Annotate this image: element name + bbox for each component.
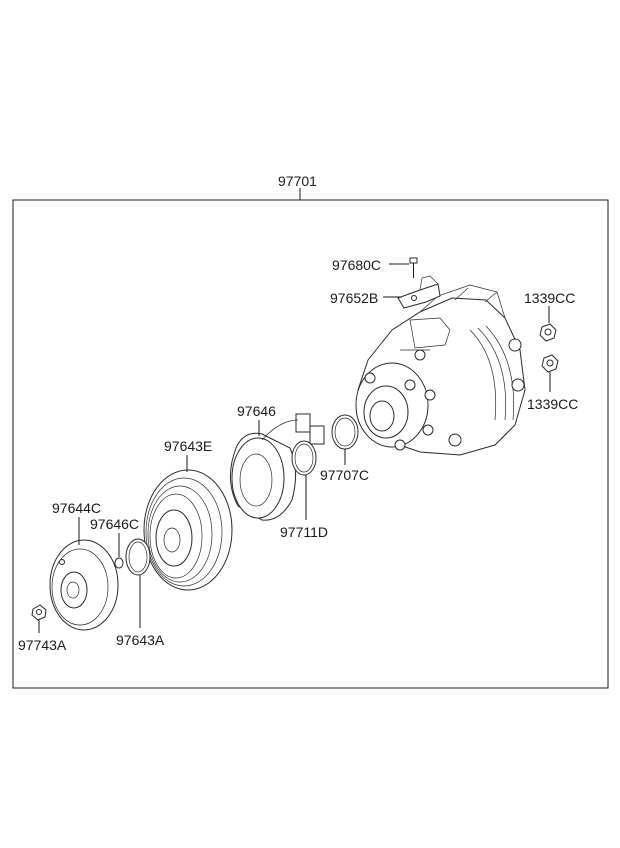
callout-97643a: 97643A — [116, 632, 165, 648]
callout-97646c: 97646C — [90, 516, 139, 532]
callout-97707c: 97707C — [320, 467, 369, 483]
compressor-body — [355, 284, 526, 456]
hub-97644c — [49, 539, 119, 631]
coil-97646 — [230, 413, 325, 521]
snapring-97643a — [125, 538, 151, 576]
oring-97707c — [331, 414, 359, 450]
callout-97644c: 97644C — [52, 500, 101, 516]
callout-1339cc-upper: 1339CC — [524, 290, 575, 306]
pulley-97643e — [143, 469, 233, 591]
nut-97743a — [31, 604, 47, 621]
callout-97743a: 97743A — [18, 637, 67, 653]
bracket-97652b — [397, 275, 441, 309]
callout-97652b: 97652B — [330, 290, 378, 306]
bolt-97680c — [409, 257, 418, 278]
shim-97646c — [114, 557, 124, 569]
callout-97643e: 97643E — [164, 438, 212, 454]
callout-1339cc-lower: 1339CC — [527, 396, 578, 412]
assembly-label: 97701 — [278, 173, 317, 189]
callout-97711d: 97711D — [280, 524, 328, 540]
nut-1339cc-lower — [541, 354, 559, 373]
callout-97646: 97646 — [237, 403, 276, 419]
snapring-97711d — [291, 440, 317, 476]
nut-1339cc-upper — [539, 323, 557, 342]
callout-97680c: 97680C — [332, 257, 381, 273]
assembly-frame — [12, 199, 609, 689]
